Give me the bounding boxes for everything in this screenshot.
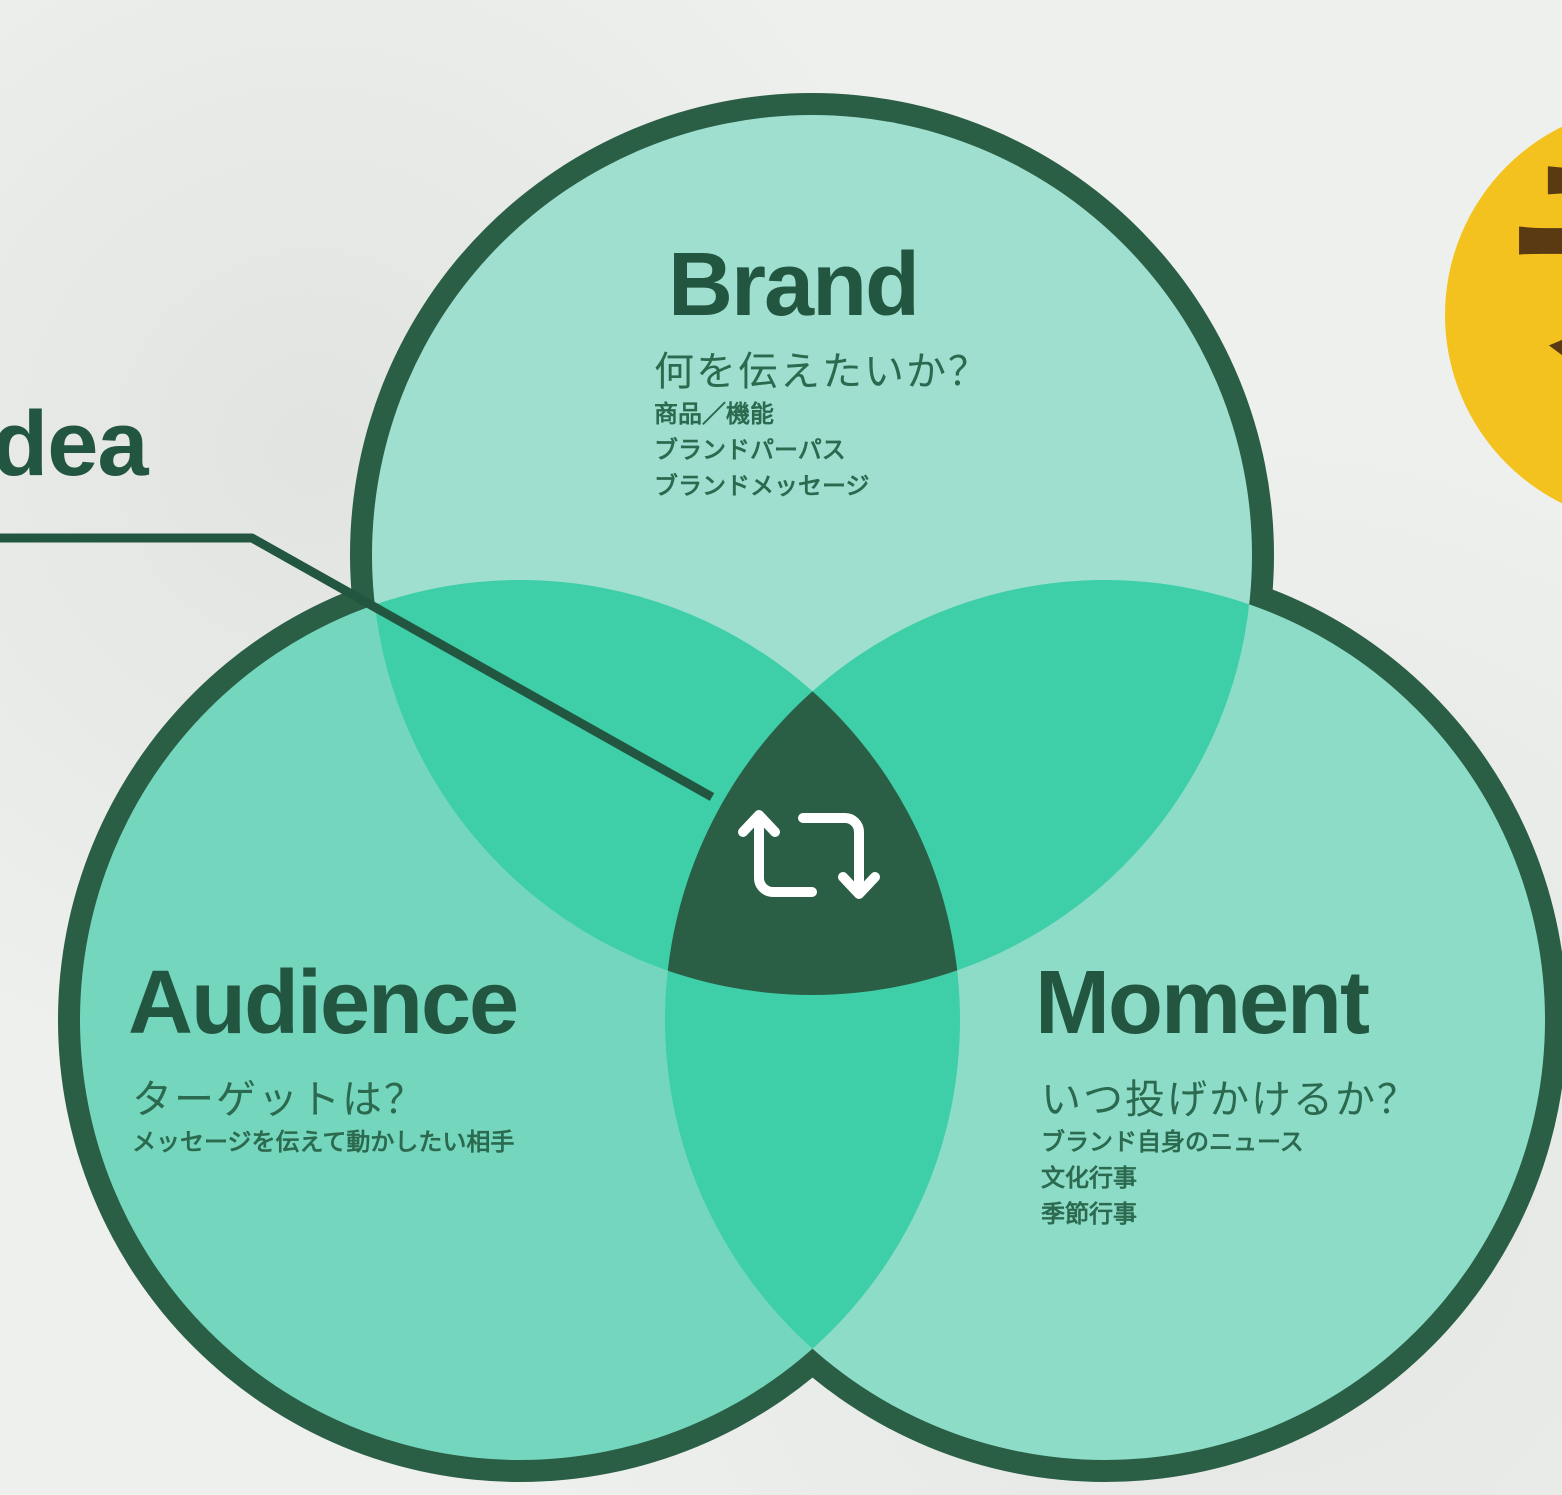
brand-detail-3: ブランドメッセージ	[654, 472, 870, 500]
moment-detail-3: 季節行事	[1041, 1200, 1137, 1228]
moment-title: Moment	[1035, 953, 1370, 1053]
overlap-center	[665, 580, 960, 995]
audience-detail-1: メッセージを伝えて動かしたい相手	[132, 1128, 515, 1156]
idea-label: dea	[0, 393, 149, 495]
retweet-icon	[738, 810, 880, 899]
moment-detail-2: 文化行事	[1041, 1164, 1137, 1192]
brand-detail-2: ブランドパーパス	[654, 436, 846, 464]
brand-detail-1: 商品／機能	[654, 400, 774, 428]
audience-title: Audience	[128, 953, 519, 1053]
brand-label-group: Brand 何を伝えたいか？ 商品／機能 ブランドパーパス ブランドメッセージ	[654, 235, 990, 504]
idea-pointer-line	[0, 533, 715, 801]
moment-question: いつ投げかけるか？	[1041, 1077, 1419, 1123]
audience-question: ターゲットは？	[132, 1077, 426, 1123]
brand-question: 何を伝えたいか？	[654, 349, 990, 395]
sticker-glyph: テ	[1500, 145, 1562, 385]
audience-label-group: Audience ターゲットは？ メッセージを伝えて動かしたい相手	[128, 953, 519, 1160]
moment-detail-1: ブランド自身のニュース	[1041, 1128, 1304, 1156]
moment-label-group: Moment いつ投げかけるか？ ブランド自身のニュース 文化行事 季節行事	[1035, 958, 1419, 1232]
brand-title: Brand	[668, 235, 920, 335]
